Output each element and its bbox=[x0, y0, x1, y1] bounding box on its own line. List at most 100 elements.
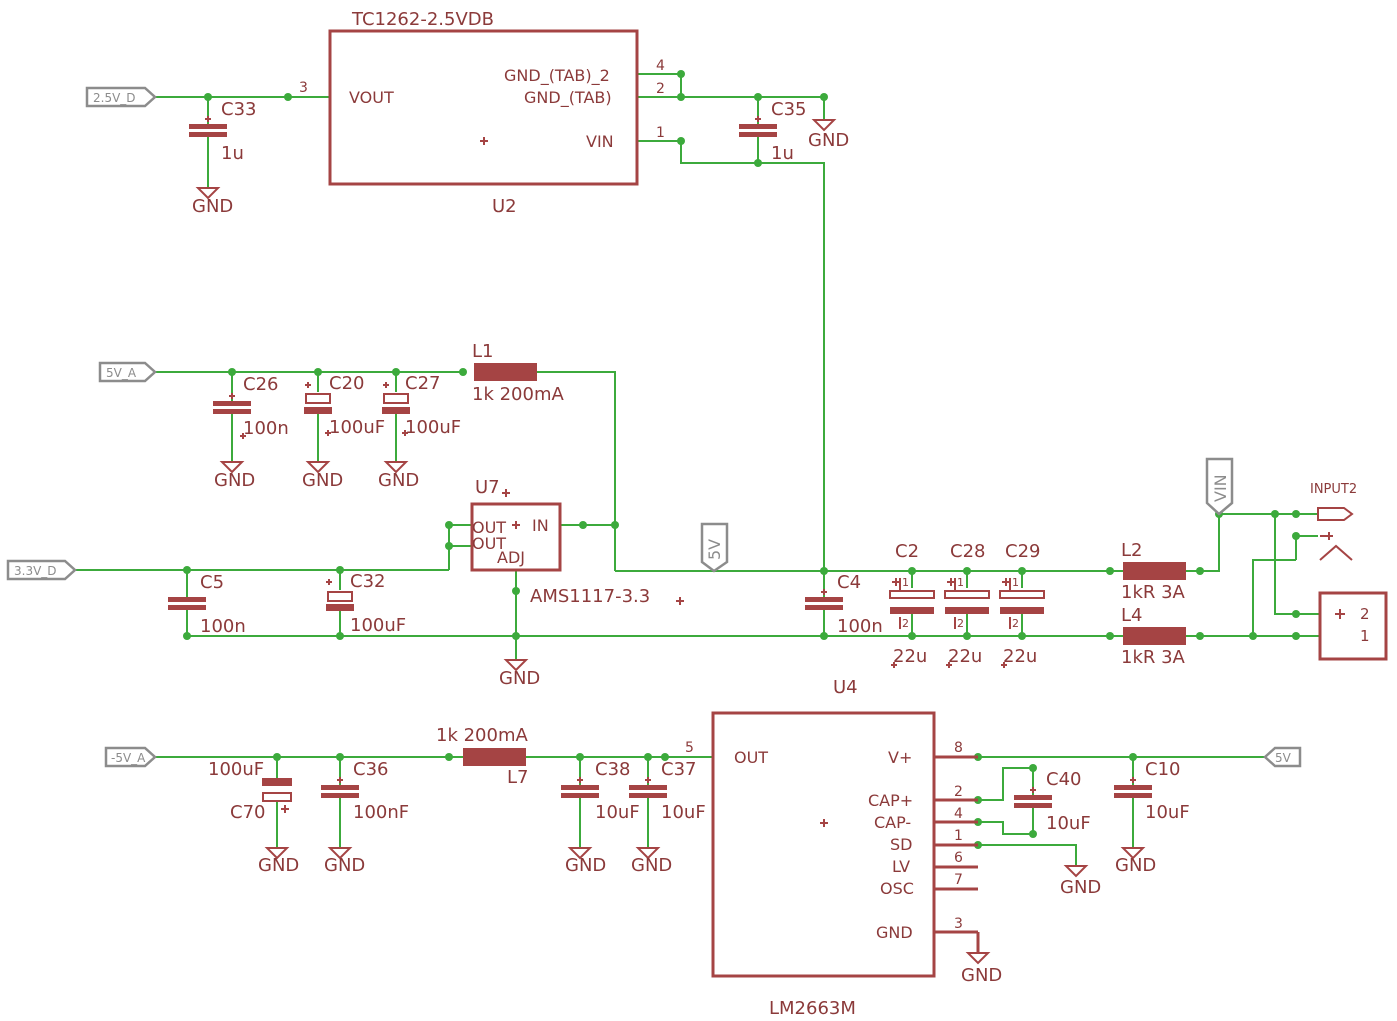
capacitor-c29: 1 2 C29 22u bbox=[999, 541, 1045, 668]
svg-text:2: 2 bbox=[957, 617, 964, 630]
c26-value: 100n bbox=[243, 418, 289, 439]
net-label-neg5va: -5V_A bbox=[104, 746, 157, 768]
gnd-label: GND bbox=[302, 470, 343, 491]
ground-symbols: GND GND GND GND GND GND GND GND GND GND … bbox=[192, 119, 1156, 986]
net-label-5v-rail-text: 5V bbox=[705, 539, 724, 560]
l7-value: 1k 200mA bbox=[436, 725, 528, 746]
wires bbox=[75, 73, 1320, 866]
gnd-label: GND bbox=[192, 196, 233, 217]
capacitor-c5: C5 100n bbox=[168, 572, 246, 637]
u2-regulator: TC1262-2.5VDB U2 VOUT GND_(TAB)_2 GND_(T… bbox=[299, 9, 665, 217]
net-label-5va-text: 5V_A bbox=[106, 366, 137, 380]
net-label-5va: 5V_A bbox=[98, 361, 157, 383]
gnd-c36: GND bbox=[324, 847, 365, 876]
l4-value: 1kR 3A bbox=[1121, 647, 1186, 668]
u4-pin-out: OUT bbox=[734, 748, 768, 767]
gnd-c10: GND bbox=[1115, 847, 1156, 876]
net-label-neg5va-text: -5V_A bbox=[111, 751, 146, 765]
u4-pinnum-vplus: 8 bbox=[954, 740, 963, 756]
gnd-c20: GND bbox=[302, 461, 343, 491]
u4-pinnum-capp: 2 bbox=[954, 784, 963, 800]
u4-pinnum-sd: 1 bbox=[954, 828, 963, 844]
c70-ref: C70 bbox=[230, 802, 265, 823]
capacitor-c27: C27 100uF bbox=[382, 373, 461, 438]
u4-pin-lv: LV bbox=[892, 857, 910, 876]
c2-ref: C2 bbox=[895, 541, 919, 562]
u2-pinnum-gndtab: 2 bbox=[656, 81, 665, 97]
c29-value: 22u bbox=[1003, 646, 1037, 667]
l7-ref: L7 bbox=[507, 767, 528, 788]
c4-ref: C4 bbox=[837, 572, 861, 593]
net-label-5v-right: 5V bbox=[1263, 746, 1302, 768]
net-label-input2: INPUT2 bbox=[1310, 482, 1357, 521]
l2-value: 1kR 3A bbox=[1121, 582, 1186, 603]
c26-ref: C26 bbox=[243, 374, 278, 395]
c28-value: 22u bbox=[948, 646, 982, 667]
gnd-label: GND bbox=[324, 855, 365, 876]
l1-value: 1k 200mA bbox=[472, 384, 564, 405]
gnd-label: GND bbox=[499, 668, 540, 689]
gnd-label: GND bbox=[631, 855, 672, 876]
net-label-vin-text: VIN bbox=[1211, 474, 1230, 502]
capacitor-c37: C37 10uF bbox=[629, 759, 706, 823]
gnd-u4: GND bbox=[961, 952, 1002, 986]
capacitor-c36: C36 100nF bbox=[321, 759, 409, 823]
c40-ref: C40 bbox=[1046, 769, 1081, 790]
capacitor-c70: 100uF C70 bbox=[208, 759, 292, 823]
c37-ref: C37 bbox=[661, 759, 696, 780]
u4-pinnum-out: 5 bbox=[685, 740, 694, 756]
u7-pin-out2: OUT bbox=[472, 534, 506, 553]
inductor-l4: L4 1kR 3A bbox=[1121, 605, 1186, 668]
gnd-c37: GND bbox=[631, 847, 672, 876]
net-label-2v5d-text: 2.5V_D bbox=[93, 91, 136, 105]
c5-value: 100n bbox=[200, 616, 246, 637]
gnd-label: GND bbox=[1115, 855, 1156, 876]
c27-ref: C27 bbox=[405, 373, 440, 394]
capacitor-c20: C20 100uF bbox=[304, 373, 385, 438]
connector-pin1: 1 bbox=[1360, 627, 1370, 645]
u2-pin-vin: VIN bbox=[586, 132, 614, 151]
u2-ref: U2 bbox=[492, 196, 517, 217]
capacitor-c10: C10 10uF bbox=[1114, 759, 1190, 823]
capacitor-c4: C4 100n bbox=[805, 572, 883, 637]
u4-pinnum-gnd: 3 bbox=[954, 916, 963, 932]
c32-value: 100uF bbox=[350, 615, 406, 636]
c37-value: 10uF bbox=[661, 802, 706, 823]
c36-ref: C36 bbox=[353, 759, 388, 780]
c29-ref: C29 bbox=[1005, 541, 1040, 562]
c38-value: 10uF bbox=[595, 802, 640, 823]
u2-pin-gndtab: GND_(TAB) bbox=[524, 88, 612, 108]
net-label-input2-text: INPUT2 bbox=[1310, 482, 1357, 497]
u2-pinnum-vin: 1 bbox=[656, 125, 665, 141]
capacitor-c32: C32 100uF bbox=[326, 571, 406, 636]
u4-ref: U4 bbox=[833, 677, 858, 698]
u4-pinnum-lv: 6 bbox=[954, 850, 963, 866]
gnd-label: GND bbox=[565, 855, 606, 876]
connector-pin2: 2 bbox=[1360, 605, 1370, 623]
gnd-c38: GND bbox=[565, 847, 606, 876]
gnd-label: GND bbox=[961, 965, 1002, 986]
c33-value: 1u bbox=[221, 143, 244, 164]
c33-ref: C33 bbox=[221, 99, 256, 120]
u4-pinnum-capm: 4 bbox=[954, 806, 963, 822]
c36-value: 100nF bbox=[353, 802, 409, 823]
u4-pin-vplus: V+ bbox=[888, 748, 912, 767]
capacitor-c28: 1 2 C28 22u bbox=[944, 541, 990, 668]
capacitor-c33: C33 1u bbox=[189, 99, 256, 164]
u4-pinnum-osc: 7 bbox=[954, 872, 963, 888]
c40-value: 10uF bbox=[1046, 813, 1091, 834]
capacitor-c2: 1 2 C2 22u bbox=[889, 541, 935, 668]
u2-part-name: TC1262-2.5VDB bbox=[351, 9, 494, 30]
c70-value: 100uF bbox=[208, 759, 264, 780]
gnd-c27: GND bbox=[378, 461, 419, 491]
c5-ref: C5 bbox=[200, 572, 224, 593]
gnd-label: GND bbox=[1060, 877, 1101, 898]
u2-pin-vout: VOUT bbox=[349, 88, 394, 107]
gnd-c33: GND bbox=[192, 187, 233, 217]
capacitor-c35: C35 1u bbox=[739, 99, 806, 164]
gnd-u2: GND bbox=[808, 119, 849, 151]
net-label-vin: VIN bbox=[1205, 457, 1234, 516]
svg-text:1: 1 bbox=[957, 576, 964, 589]
svg-text:1: 1 bbox=[1012, 576, 1019, 589]
gnd-label: GND bbox=[258, 855, 299, 876]
